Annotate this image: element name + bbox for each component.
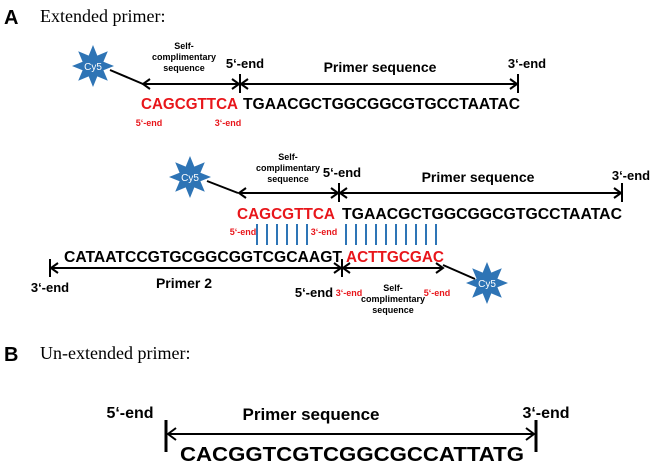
panel-b-heading: Un-extended primer: xyxy=(40,343,190,363)
top-primer-sequence-label: Primer sequence xyxy=(324,59,437,75)
top-self-comp-label-3: sequence xyxy=(163,63,205,73)
duplex-self-comp-label-3: sequence xyxy=(267,174,309,184)
duplex-five-end-label: 5‘-end xyxy=(323,165,361,180)
duplex-bottom-black-sequence: CATAATCCGTGCGGCGGTCGCAAGT xyxy=(64,249,342,266)
bottom-self-comp-arrowhead-left xyxy=(341,262,351,274)
top-linker-line xyxy=(109,69,144,85)
bottom-self-comp-arrowhead-right xyxy=(435,262,445,274)
panel-a-label: A xyxy=(4,7,18,29)
unextended-primer: 5‘-end Primer sequence 3‘-end CACGGTCGTC… xyxy=(106,405,569,465)
top-red-three-end: 3‘-end xyxy=(215,118,242,128)
duplex-self-comp-label-2: complimentary xyxy=(256,163,320,173)
duplex-red-three-end: 3‘-end xyxy=(311,227,338,237)
bottom-three-end-label: 3‘-end xyxy=(31,280,69,295)
base-pair-lines xyxy=(256,224,437,245)
duplex-primer-arrowhead-left xyxy=(338,187,348,199)
duplex-black-sequence: TGAACGCTGGCGGCGTGCCTAATAC xyxy=(342,206,622,223)
duplex-self-comp-arrowhead-left xyxy=(237,187,247,199)
panel-a-heading: Extended primer: xyxy=(40,6,165,26)
top-red-sequence: CAGCGTTCA xyxy=(141,96,238,113)
duplex-three-end-label: 3‘-end xyxy=(612,168,650,183)
primer2-label: Primer 2 xyxy=(156,275,212,291)
duplex-self-comp-label-1: Self- xyxy=(278,152,298,162)
duplex-linker-line xyxy=(206,180,239,194)
duplex: Cy5 Self- complimentary sequence 5‘-end … xyxy=(31,152,650,315)
bottom-cy5-label: Cy5 xyxy=(478,279,496,290)
bottom-self-comp-label-3: sequence xyxy=(372,305,414,315)
top-five-end-label: 5‘-end xyxy=(226,56,264,71)
top-red-five-end: 5‘-end xyxy=(136,118,163,128)
top-self-comp-label-1: Self- xyxy=(174,41,194,51)
top-primer: Cy5 Self- complimentary sequence 5‘-end … xyxy=(72,41,546,128)
duplex-bottom-red-sequence: ACTTGCGAC xyxy=(346,249,444,266)
bottom-five-end-label: 5‘-end xyxy=(295,285,333,300)
bottom-linker-line xyxy=(442,264,476,280)
top-black-sequence: TGAACGCTGGCGGCGTGCCTAATAC xyxy=(243,96,520,113)
primer2-arrowhead-left xyxy=(49,262,59,274)
top-self-comp-label-2: complimentary xyxy=(152,52,216,62)
top-cy5-label: Cy5 xyxy=(84,62,102,73)
bottom-red-three-end: 3‘-end xyxy=(336,288,363,298)
bottom-self-comp-label-1: Self- xyxy=(383,283,403,293)
duplex-cy5-label: Cy5 xyxy=(181,173,199,184)
top-three-end-label: 3‘-end xyxy=(508,56,546,71)
top-primer-arrowhead-left xyxy=(239,78,249,90)
bottom-red-five-end: 5‘-end xyxy=(424,288,451,298)
b-primer-arrowhead-left xyxy=(166,427,177,441)
b-three-end-label: 3‘-end xyxy=(522,405,569,422)
bottom-self-comp-label-2: complimentary xyxy=(361,294,425,304)
duplex-primer-sequence-label: Primer sequence xyxy=(422,169,535,185)
top-self-comp-arrowhead-left xyxy=(141,78,151,90)
b-primer-sequence-label: Primer sequence xyxy=(242,405,379,424)
b-sequence: CACGGTCGTCGGCGCCATTATG xyxy=(180,444,524,465)
b-primer-arrowhead-right xyxy=(525,427,536,441)
b-five-end-label: 5‘-end xyxy=(106,405,153,422)
duplex-red-sequence: CAGCGTTCA xyxy=(237,206,335,223)
panel-b-label: B xyxy=(4,344,18,366)
duplex-red-five-end: 5‘-end xyxy=(230,227,257,237)
